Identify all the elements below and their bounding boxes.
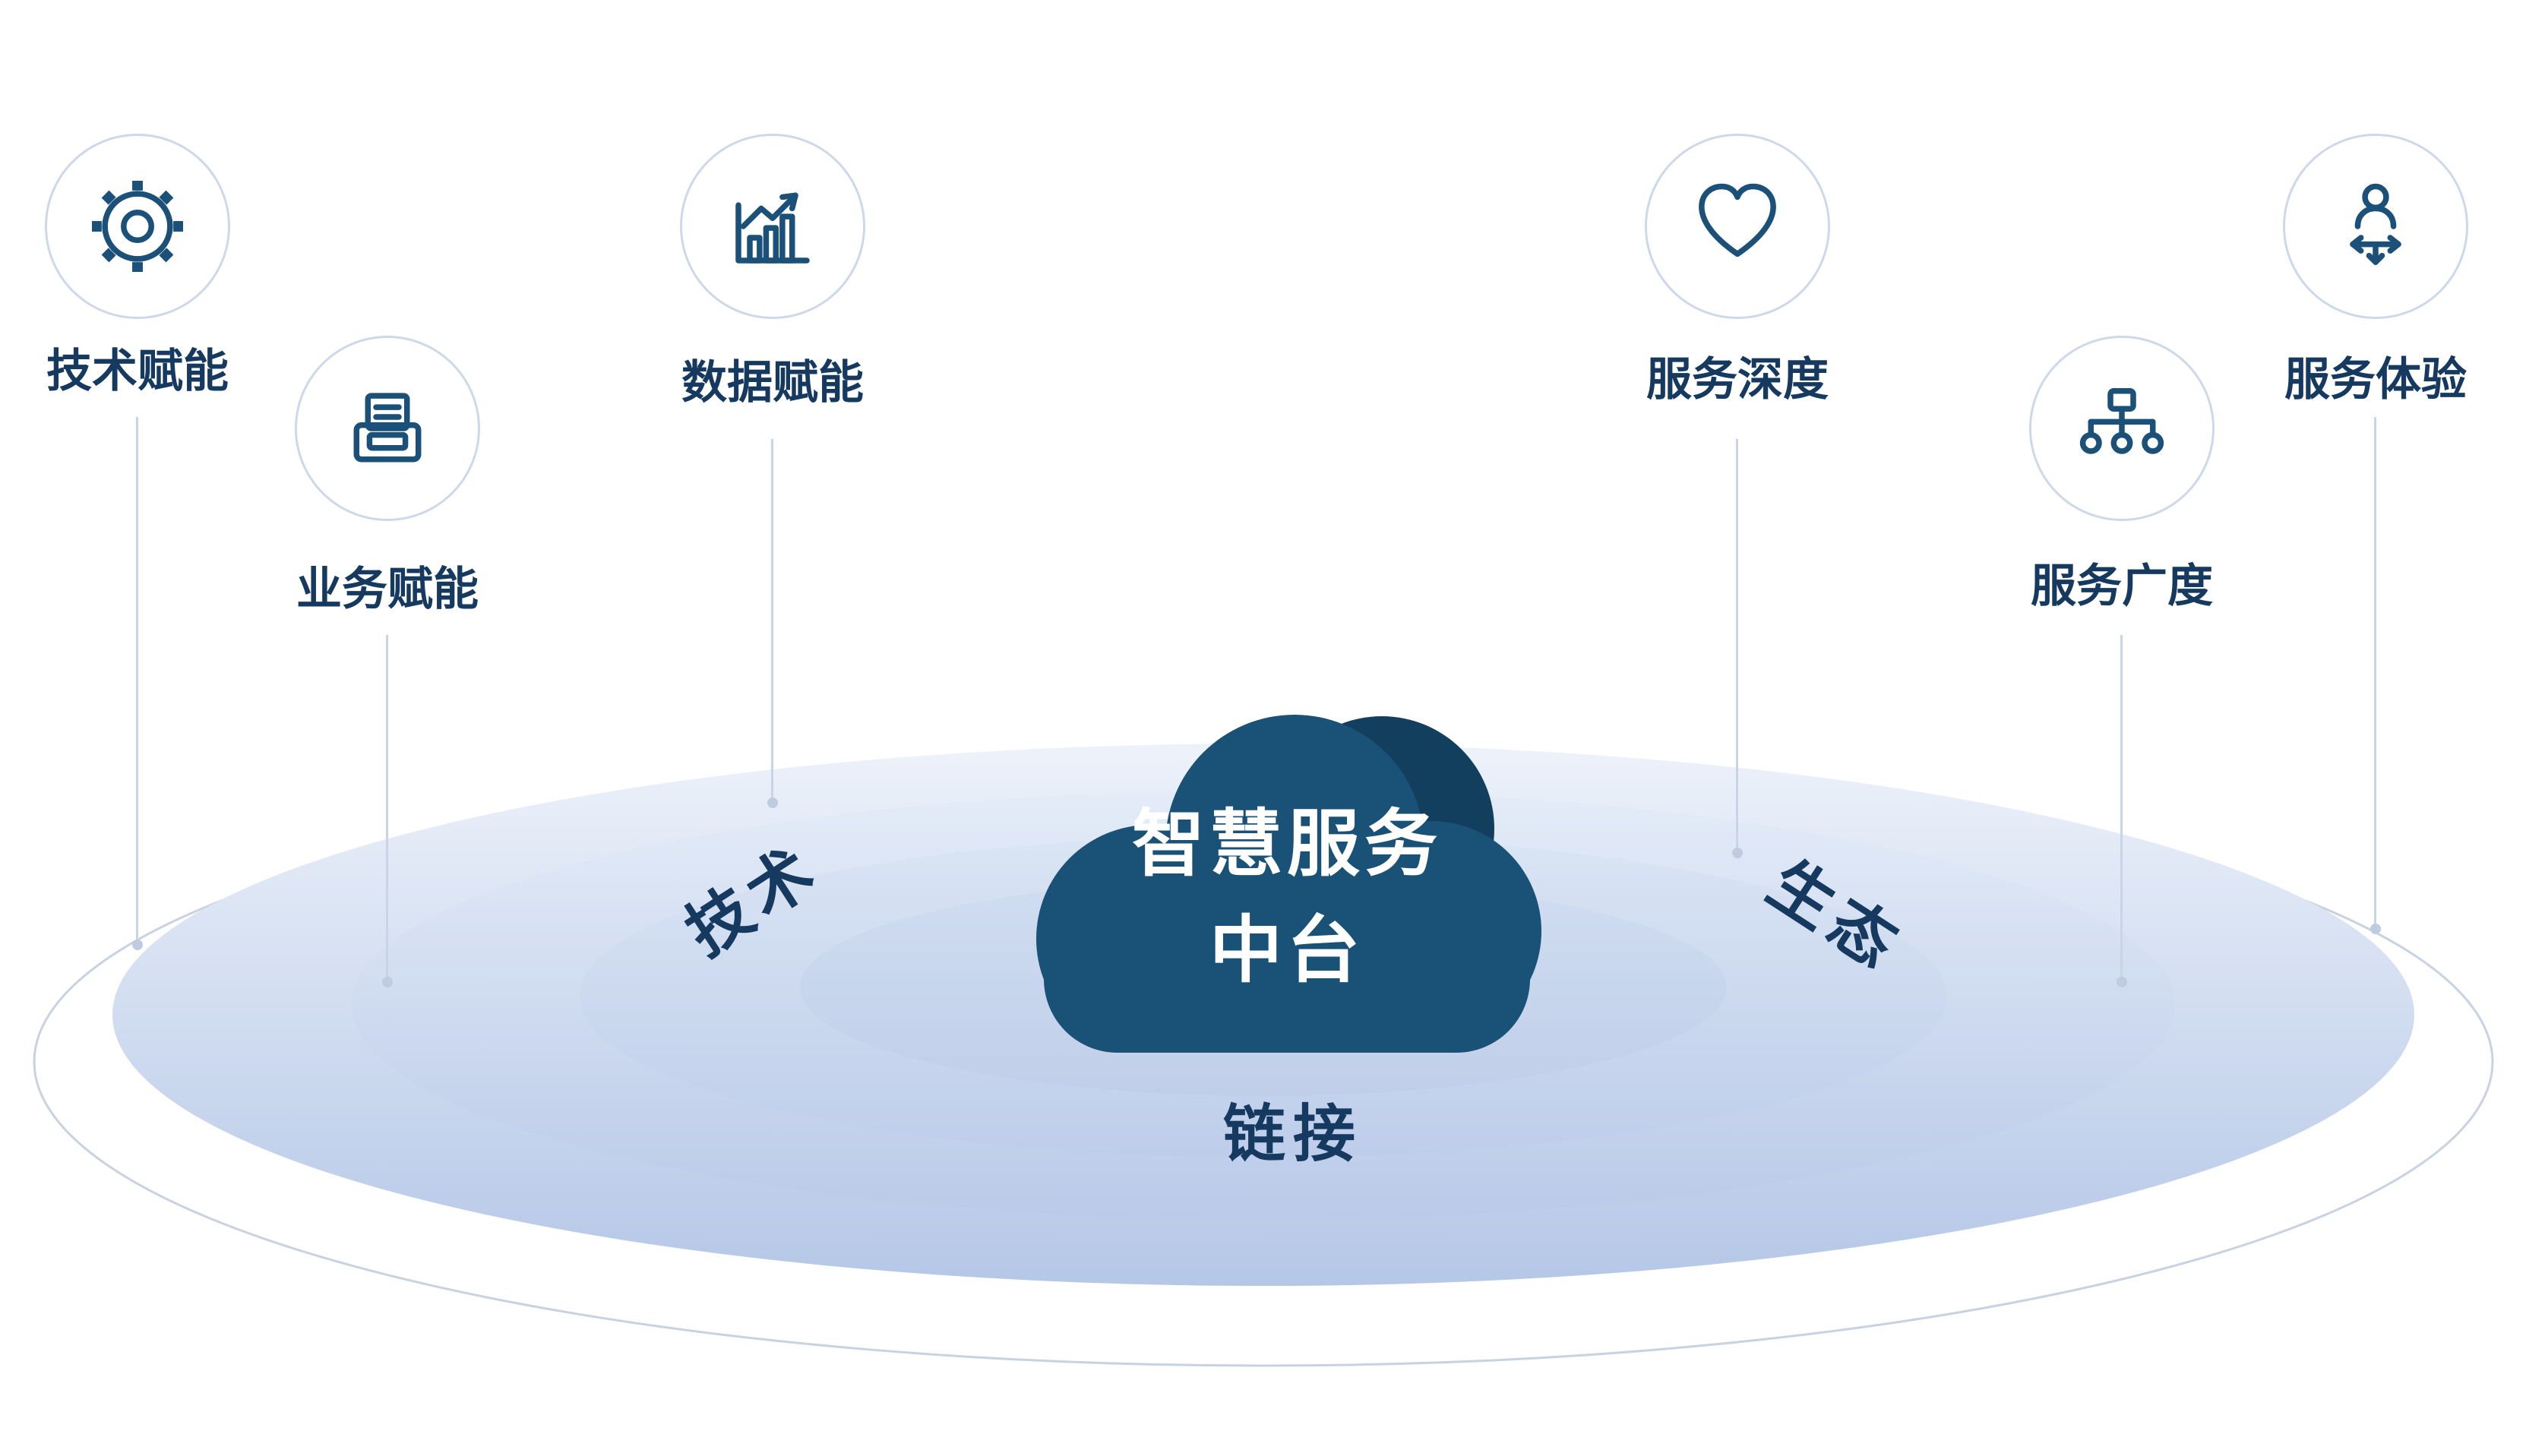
connector-business-dot bbox=[382, 977, 393, 987]
node-experience-label: 服务体验 bbox=[2284, 353, 2467, 406]
node-data-label: 数据赋能 bbox=[681, 356, 864, 409]
connector-experience bbox=[2374, 417, 2376, 929]
connector-data-dot bbox=[767, 797, 778, 808]
bar-chart-icon bbox=[735, 192, 810, 264]
connector-experience-dot bbox=[2370, 924, 2381, 934]
node-data-circle bbox=[680, 134, 865, 319]
ring-label-link: 链接 bbox=[1222, 1098, 1363, 1170]
connector-breadth bbox=[2120, 635, 2123, 982]
center-cloud bbox=[1036, 715, 1541, 1053]
cloud-main bbox=[1036, 715, 1541, 1053]
connector-depth bbox=[1736, 439, 1738, 853]
printer-icon bbox=[353, 393, 422, 463]
connector-tech bbox=[136, 417, 138, 945]
connector-breadth-dot bbox=[2117, 977, 2127, 987]
node-experience-circle bbox=[2283, 134, 2468, 319]
node-breadth-circle bbox=[2029, 336, 2215, 521]
node-business-label: 业务赋能 bbox=[296, 563, 479, 616]
cloud-title: 智慧服务 中台 bbox=[998, 794, 1576, 1000]
cloud-title-line1: 智慧服务 bbox=[1132, 801, 1442, 886]
connector-tech-dot bbox=[132, 940, 143, 950]
hierarchy-icon bbox=[2079, 387, 2164, 454]
node-tech-label: 技术赋能 bbox=[46, 345, 229, 398]
heart-icon bbox=[1699, 183, 1776, 257]
connector-data bbox=[771, 439, 773, 803]
node-depth-label: 服务深度 bbox=[1646, 353, 1829, 406]
connector-business bbox=[386, 635, 388, 982]
person-arrows-icon bbox=[2350, 183, 2401, 265]
gear-icon bbox=[92, 181, 183, 272]
cloud-title-line2: 中台 bbox=[1209, 908, 1364, 993]
connector-depth-dot bbox=[1732, 848, 1743, 858]
node-business-circle bbox=[295, 336, 480, 521]
node-tech-circle bbox=[45, 134, 230, 319]
node-breadth-label: 服务广度 bbox=[2031, 560, 2213, 613]
node-depth-circle bbox=[1645, 134, 1830, 319]
